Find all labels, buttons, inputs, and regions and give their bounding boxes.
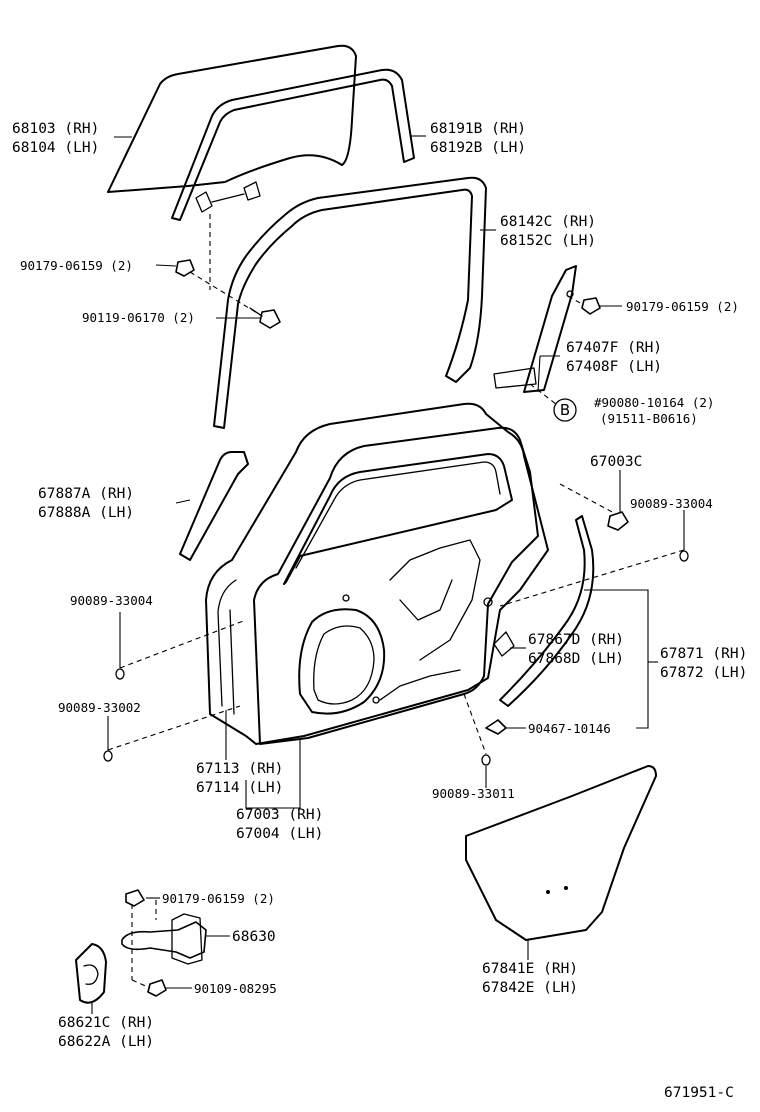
- belt-moulding: [179, 451, 249, 561]
- label-hinge-lh: 68622A (LH): [58, 1034, 154, 1050]
- label-weatherstrip-clip-rh: 67867D (RH): [528, 632, 624, 648]
- label-frame-rh: 68142C (RH): [500, 214, 596, 230]
- glass-run: [171, 68, 415, 221]
- label-clip-upper-glass: 90179-06159 (2): [20, 258, 133, 273]
- door-frame: [213, 176, 487, 429]
- label-cover-rh: 67841E (RH): [482, 961, 578, 977]
- label-door-panel-rh: 67003 (RH): [236, 807, 323, 823]
- label-plug-c: 67003C: [590, 454, 642, 470]
- label-glass-lh: 68104 (LH): [12, 140, 99, 156]
- part-labels: 68103 (RH) 68104 (LH) 68191B (RH) 68192B…: [12, 121, 747, 1101]
- label-screw-b-main: #90080-10164 (2): [594, 395, 714, 410]
- service-hole-cover: [465, 765, 657, 941]
- label-glass-rh: 68103 (RH): [12, 121, 99, 137]
- label-clip-ws: 90467-10146: [528, 721, 611, 736]
- rear-weatherstrip: [493, 515, 595, 707]
- diagram-code: 671951-C: [664, 1085, 734, 1101]
- label-moulding-rh: 67887A (RH): [38, 486, 134, 502]
- door-panel: [205, 402, 549, 745]
- assembly-lines: [107, 214, 685, 989]
- fasteners: [103, 259, 689, 766]
- label-check-bolt: 90109-08295: [194, 981, 277, 996]
- leader-lines: [91, 135, 685, 1014]
- label-weatherstrip-lh: 67872 (LH): [660, 665, 747, 681]
- label-panel-inner-rh: 67113 (RH): [196, 761, 283, 777]
- label-run-lh: 68192B (LH): [430, 140, 526, 156]
- label-clip-upper-channel: 90179-06159 (2): [626, 299, 739, 314]
- door-glass: [107, 44, 357, 193]
- reference-marker-b: B: [553, 398, 577, 422]
- label-plug-left-lower: 90089-33002: [58, 700, 141, 715]
- door-check: [121, 889, 207, 997]
- label-plug-right: 90089-33004: [630, 496, 713, 511]
- label-plug-left-upper: 90089-33004: [70, 593, 153, 608]
- label-door-panel-lh: 67004 (LH): [236, 826, 323, 842]
- label-plug-bottom: 90089-33011: [432, 786, 515, 801]
- label-cover-lh: 67842E (LH): [482, 980, 578, 996]
- door-hinge: [75, 943, 107, 1004]
- label-check-nut: 90179-06159 (2): [162, 891, 275, 906]
- rear-lower-channel: [493, 265, 577, 393]
- label-hinge-rh: 68621C (RH): [58, 1015, 154, 1031]
- label-bolt-glass: 90119-06170 (2): [82, 310, 195, 325]
- label-check: 68630: [232, 929, 276, 945]
- label-channel-rh: 67407F (RH): [566, 340, 662, 356]
- label-frame-lh: 68152C (LH): [500, 233, 596, 249]
- label-run-rh: 68191B (RH): [430, 121, 526, 137]
- label-channel-lh: 67408F (LH): [566, 359, 662, 375]
- label-screw-b-alt: (91511-B0616): [600, 411, 698, 426]
- glass-bracket: [195, 181, 261, 213]
- marker-b-label: B: [560, 401, 570, 419]
- label-weatherstrip-clip-lh: 67868D (LH): [528, 651, 624, 667]
- label-panel-inner-lh: 67114 (LH): [196, 780, 283, 796]
- label-moulding-lh: 67888A (LH): [38, 505, 134, 521]
- label-weatherstrip-rh: 67871 (RH): [660, 646, 747, 662]
